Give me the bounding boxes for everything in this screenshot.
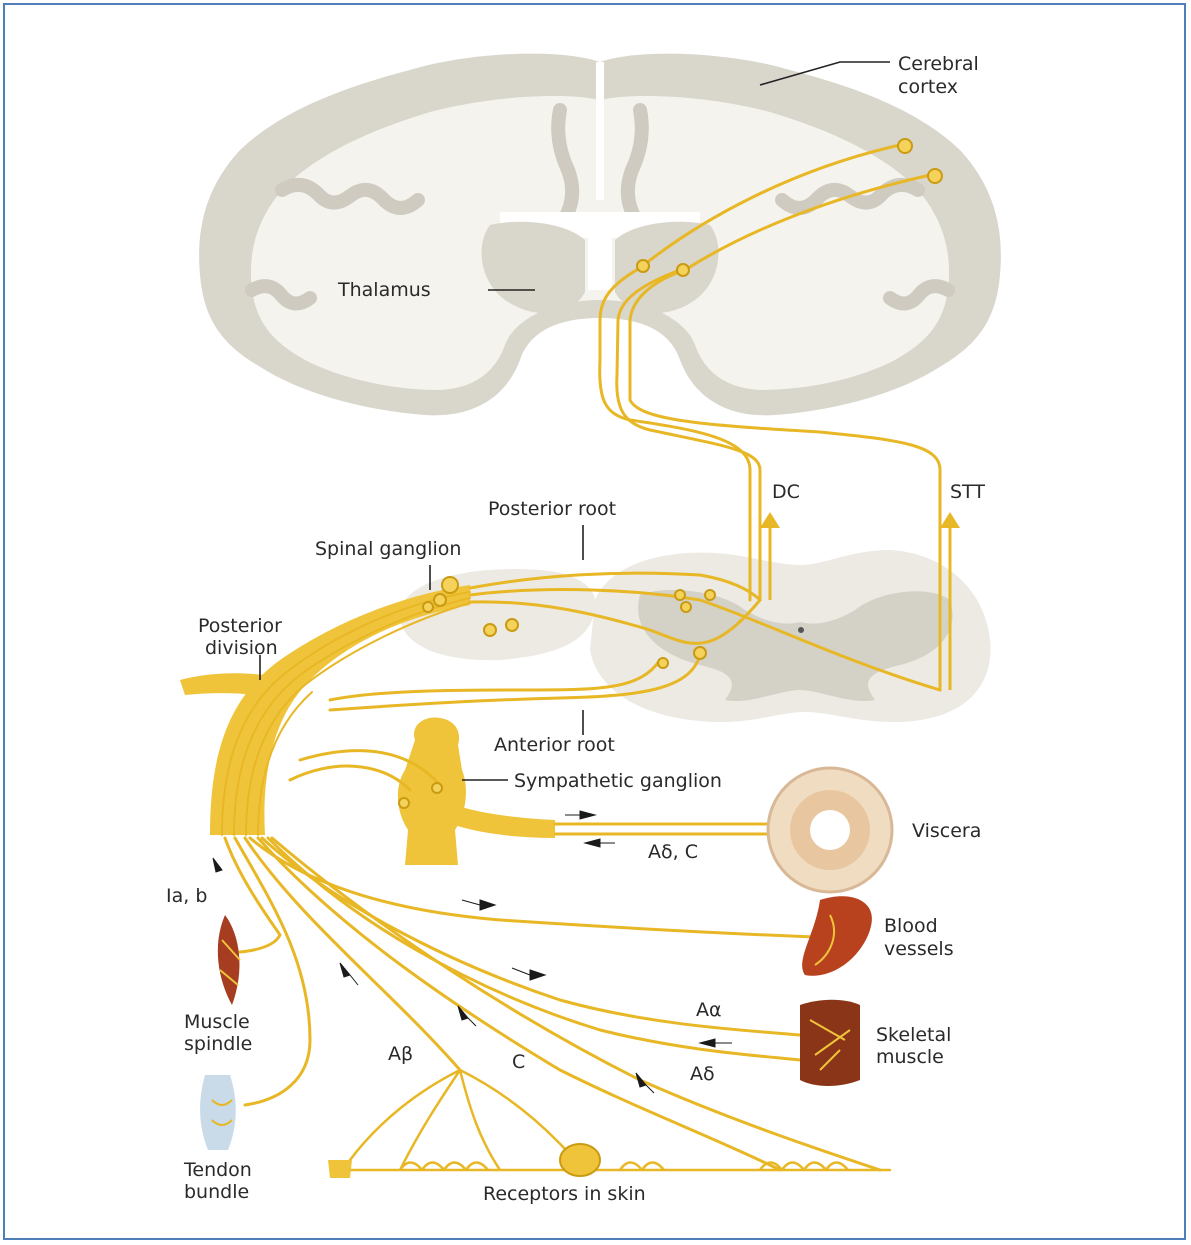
skeletal-muscle-shape bbox=[800, 1000, 860, 1086]
label-tendon-bundle-1: Tendon bbox=[183, 1159, 252, 1181]
label-posterior-division-2: division bbox=[205, 637, 278, 659]
label-thalamus: Thalamus bbox=[337, 279, 431, 301]
label-blood-vessels-1: Blood bbox=[884, 915, 938, 937]
label-cerebral-cortex-2: cortex bbox=[898, 76, 958, 98]
tendon-bundle-shape bbox=[200, 1075, 236, 1150]
viscera-shape bbox=[768, 768, 892, 892]
muscle-spindle-shape bbox=[218, 915, 240, 1005]
label-skeletal-muscle-2: muscle bbox=[876, 1046, 944, 1068]
central-canal bbox=[798, 627, 804, 633]
sympathetic-ganglion-shape bbox=[398, 717, 466, 865]
label-c-fiber: C bbox=[512, 1051, 525, 1073]
label-viscera: Viscera bbox=[912, 820, 981, 842]
label-a-beta: Aβ bbox=[388, 1043, 413, 1065]
label-receptors-in-skin: Receptors in skin bbox=[483, 1183, 646, 1205]
label-dc: DC bbox=[772, 481, 800, 503]
label-viscera-fibers: Aδ, C bbox=[648, 841, 698, 863]
label-skeletal-muscle-1: Skeletal bbox=[876, 1024, 951, 1046]
label-blood-vessels-2: vessels bbox=[884, 938, 954, 960]
label-stt: STT bbox=[950, 481, 985, 503]
label-cerebral-cortex-1: Cerebral bbox=[898, 53, 979, 75]
label-a-alpha: Aα bbox=[696, 999, 722, 1021]
blood-vessel-shape bbox=[802, 896, 872, 976]
label-anterior-root: Anterior root bbox=[494, 734, 615, 756]
label-posterior-division-1: Posterior bbox=[198, 615, 282, 637]
label-ia-b: Ia, b bbox=[166, 885, 207, 907]
label-muscle-spindle-1: Muscle bbox=[184, 1011, 250, 1033]
label-tendon-bundle-2: bundle bbox=[184, 1181, 249, 1203]
label-spinal-ganglion: Spinal ganglion bbox=[315, 538, 461, 560]
skin-receptor-shapes bbox=[328, 1144, 600, 1178]
label-muscle-spindle-2: spindle bbox=[184, 1033, 252, 1055]
label-a-delta: Aδ bbox=[690, 1063, 715, 1085]
label-sympathetic-ganglion: Sympathetic ganglion bbox=[514, 770, 722, 792]
posterior-division-trunk bbox=[180, 673, 290, 700]
label-posterior-root: Posterior root bbox=[488, 498, 616, 520]
